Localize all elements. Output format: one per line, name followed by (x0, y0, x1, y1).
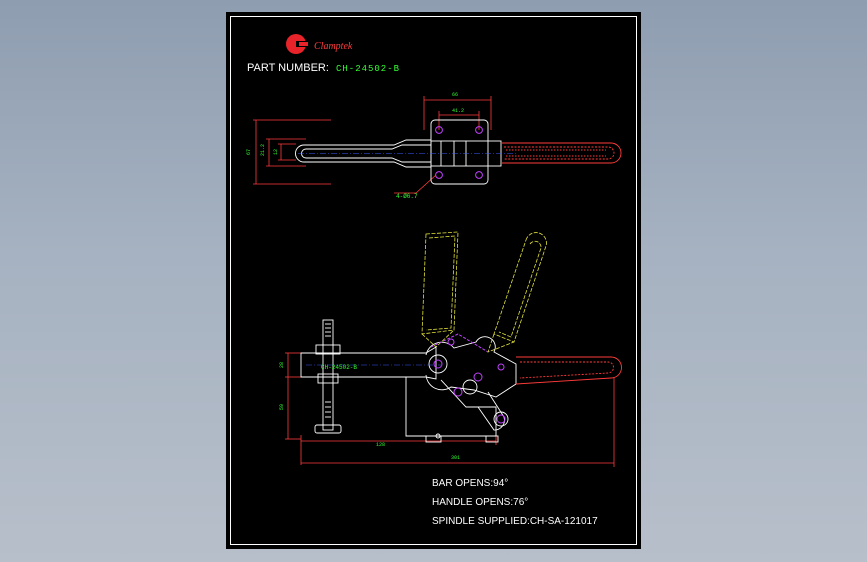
spec-handle-opens: HANDLE OPENS:76° (432, 497, 528, 508)
part-number-label: PART NUMBER: (247, 62, 329, 74)
hole-callout: 4-Ø6.7 (396, 193, 418, 200)
drawing-sheet: Clamptek PART NUMBER: CH-24502-B (226, 12, 641, 549)
dim-left-h2: 59 (279, 404, 285, 410)
clamptek-logo: Clamptek (286, 34, 353, 54)
spec-spindle-supplied: SPINDLE SUPPLIED:CH-SA-121017 (432, 516, 598, 527)
drawing-frame (230, 16, 637, 545)
brand-name: Clamptek (314, 41, 353, 52)
dim-base-length: 128 (376, 442, 385, 448)
dim-mid-height: 21.2 (260, 144, 266, 156)
side-view: 28 59 128 301 (279, 231, 622, 467)
dim-inner-height: 12 (273, 149, 279, 155)
top-view: 66 41.2 67 21.2 12 4-Ø6.7 (246, 92, 622, 200)
spec-notes: BAR OPENS:94° HANDLE OPENS:76° SPINDLE S… (432, 478, 598, 527)
dim-width: 66 (452, 92, 458, 98)
part-number-value: CH-24502-B (336, 64, 400, 74)
dim-total-length: 301 (451, 455, 460, 461)
side-view-tag: CH-24502-B (321, 364, 357, 371)
dim-left-h1: 28 (279, 362, 285, 368)
dim-hole-spacing: 41.2 (452, 108, 464, 114)
dim-total-height: 67 (246, 149, 252, 155)
spec-bar-opens: BAR OPENS:94° (432, 478, 508, 489)
cad-drawing: Clamptek PART NUMBER: CH-24502-B (246, 34, 622, 527)
